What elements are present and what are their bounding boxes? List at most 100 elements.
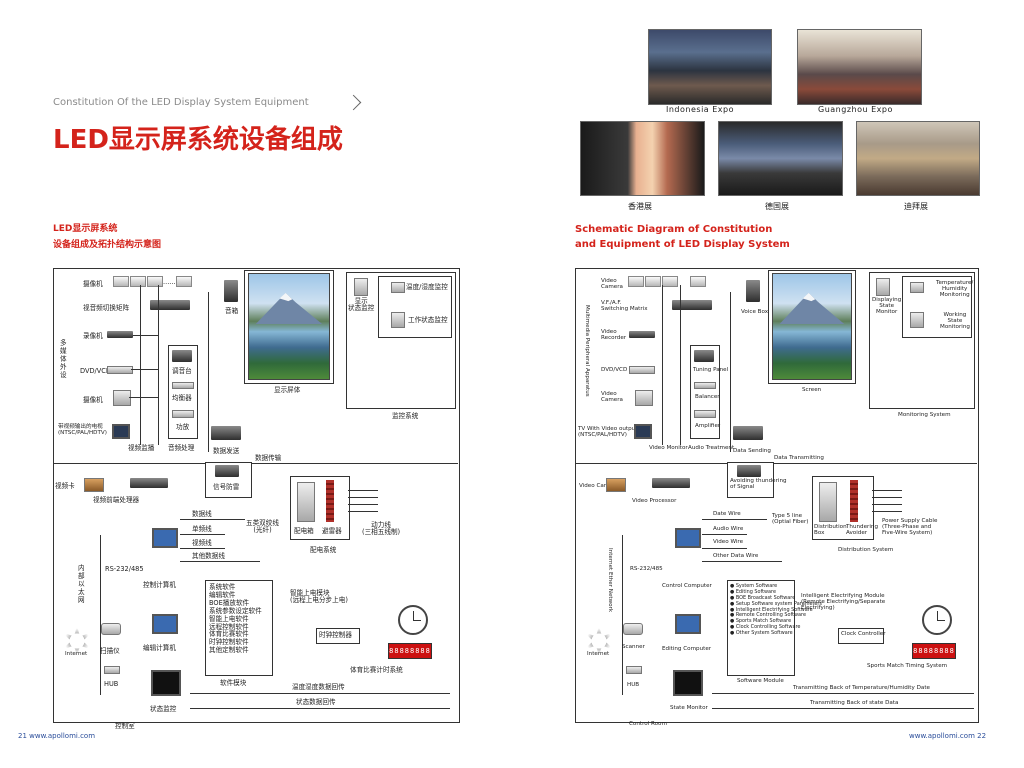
right-wire-4	[702, 561, 782, 562]
left-recorder-label: 录像机	[83, 332, 103, 340]
right-dist-system-label: Distribution System	[838, 547, 894, 553]
left-scanner	[101, 623, 121, 635]
right-bus-line-2	[680, 285, 681, 445]
software-item: ● Clock Controlling Software	[730, 624, 801, 631]
right-state-monitor	[673, 670, 703, 696]
left-temp-sensor	[391, 282, 405, 293]
caption-guangzhou: Guangzhou Expo	[818, 105, 893, 114]
left-footer: 21 www.apollomi.com	[18, 732, 96, 740]
left-led-screen	[248, 273, 330, 380]
left-state-return-label: 状态数据回传	[296, 698, 336, 706]
right-balancer-label: Balancer	[695, 394, 720, 400]
right-monitoring-system-label: Monitoring System	[898, 412, 951, 418]
chevron-right-icon	[345, 94, 362, 111]
right-tv-label: TV With Video output (NTSC/PAL/HDTV)	[578, 426, 638, 438]
right-clock-icon	[922, 605, 952, 635]
right-tuning-panel	[694, 350, 714, 362]
left-monitor-state-label: 显示 状态监控	[348, 297, 375, 312]
software-item: ● Sports Match Software	[730, 618, 792, 625]
left-camera-dots: ......	[163, 278, 176, 286]
software-item: ● Intelligent Electrifying Software	[730, 606, 813, 613]
right-power-wire-3	[872, 504, 902, 505]
right-multimedia-label: Multimedia Peripheral Apparatus	[584, 305, 590, 397]
left-hub	[104, 666, 120, 674]
right-wire-3	[702, 548, 747, 549]
right-switching-matrix	[672, 300, 712, 310]
software-item: 时钟控制软件	[209, 638, 249, 647]
right-power-wire-4	[872, 511, 902, 512]
left-software-module-label: 软件模块	[220, 679, 247, 687]
left-diagram-title-1: LED显示屏系统	[53, 224, 118, 234]
photo-guangzhou-expo	[797, 29, 922, 105]
right-tv	[634, 424, 652, 439]
software-item: BOE播放软件	[209, 598, 250, 607]
left-video-monitor-label: 视频监播	[128, 444, 155, 452]
right-other-data-label: Other Data Wire	[713, 553, 759, 559]
left-work-label: 工作状态监控	[408, 316, 448, 324]
right-diagram-title-2: and Equipment of LED Display System	[575, 239, 790, 250]
left-screen-frame	[244, 270, 334, 384]
left-intranet-label: 内部以太网	[78, 564, 85, 604]
right-timer-digits: 88888888	[912, 643, 956, 659]
right-screen-frame	[768, 270, 856, 384]
right-control-computer-label: Control Computer	[662, 583, 712, 589]
left-editing-pc	[152, 614, 178, 634]
right-balancer	[694, 382, 716, 389]
left-camera-4	[176, 276, 192, 287]
left-single-wire-label: 单频线	[192, 525, 212, 533]
right-data-transmitting-label: Data Transmitting	[774, 455, 824, 461]
left-data-transfer-label: 数据传输	[255, 454, 282, 462]
left-control-pc	[152, 528, 178, 548]
left-network-line	[100, 535, 101, 695]
left-subtitle: Constitution Of the LED Display System E…	[53, 97, 309, 108]
right-clock-controller-label: Clock Controller	[841, 631, 886, 637]
right-data-sending-label: Data Sending	[733, 448, 771, 454]
right-software-list: ● System Software● Editing Software● BOE…	[730, 583, 822, 637]
right-audio-treatment-label: Audio Treatment	[688, 445, 735, 451]
left-dvd-label: DVD/VCD	[80, 367, 111, 375]
right-video-card-label: Video Card	[579, 483, 610, 489]
left-editing-computer-label: 编辑计算机	[143, 644, 176, 652]
left-balancer	[172, 382, 194, 389]
right-return-line-2	[712, 708, 974, 709]
right-amplifier-label: Amplifier	[695, 423, 721, 429]
left-power-wire-1	[348, 490, 378, 491]
right-bus-line-3	[730, 292, 731, 452]
left-data-wire-label: 数据线	[192, 510, 212, 518]
right-matrix-label: V.F./A.F. Switching Matrix	[601, 300, 648, 312]
right-editing-computer-label: Editing Computer	[662, 646, 712, 652]
caption-hongkong: 香港展	[628, 202, 652, 211]
left-control-room-label: 控制室	[115, 722, 135, 730]
left-video-processor-label: 视频前端处理器	[93, 496, 140, 504]
right-mid-divider	[575, 463, 977, 464]
right-temp-label: Temperature/ Humidity Monitoring	[936, 280, 974, 298]
left-speaker	[224, 280, 238, 302]
left-rs232-label: RS-232/485	[105, 565, 144, 573]
left-mixer-label: 调音台	[172, 367, 192, 375]
software-item: ● Editing Software	[730, 588, 776, 595]
right-footer: www.apollomi.com 22	[909, 732, 987, 740]
software-item: ● System Software	[730, 583, 778, 589]
left-matrix-label: 视音频切换矩阵	[83, 304, 130, 312]
photo-germany-expo	[718, 121, 843, 196]
right-temp-sensor	[910, 282, 924, 293]
left-lightning-device	[215, 465, 239, 477]
right-voice-box	[746, 280, 760, 302]
software-item: 智能上电软件	[209, 614, 249, 623]
left-power-system-label: 配电系统	[310, 546, 337, 554]
right-video-processor-label: Video Processor	[632, 498, 677, 504]
caption-germany: 德国展	[765, 202, 789, 211]
right-control-room-label: Control Room	[629, 721, 667, 727]
photo-hongkong-expo	[580, 121, 705, 196]
right-recorder	[629, 331, 655, 338]
software-item: 系统参数设定软件	[209, 606, 262, 615]
left-bus-line-1	[140, 285, 141, 445]
left-h-line-1	[133, 335, 158, 336]
left-arrester	[326, 480, 334, 522]
left-state-monitor-label: 状态监控	[150, 705, 177, 713]
right-scanner-label: Scanner	[622, 644, 645, 650]
left-data-sender	[211, 426, 241, 440]
left-amplifier	[172, 410, 194, 418]
left-other-data-label: 其他数据线	[192, 552, 225, 560]
